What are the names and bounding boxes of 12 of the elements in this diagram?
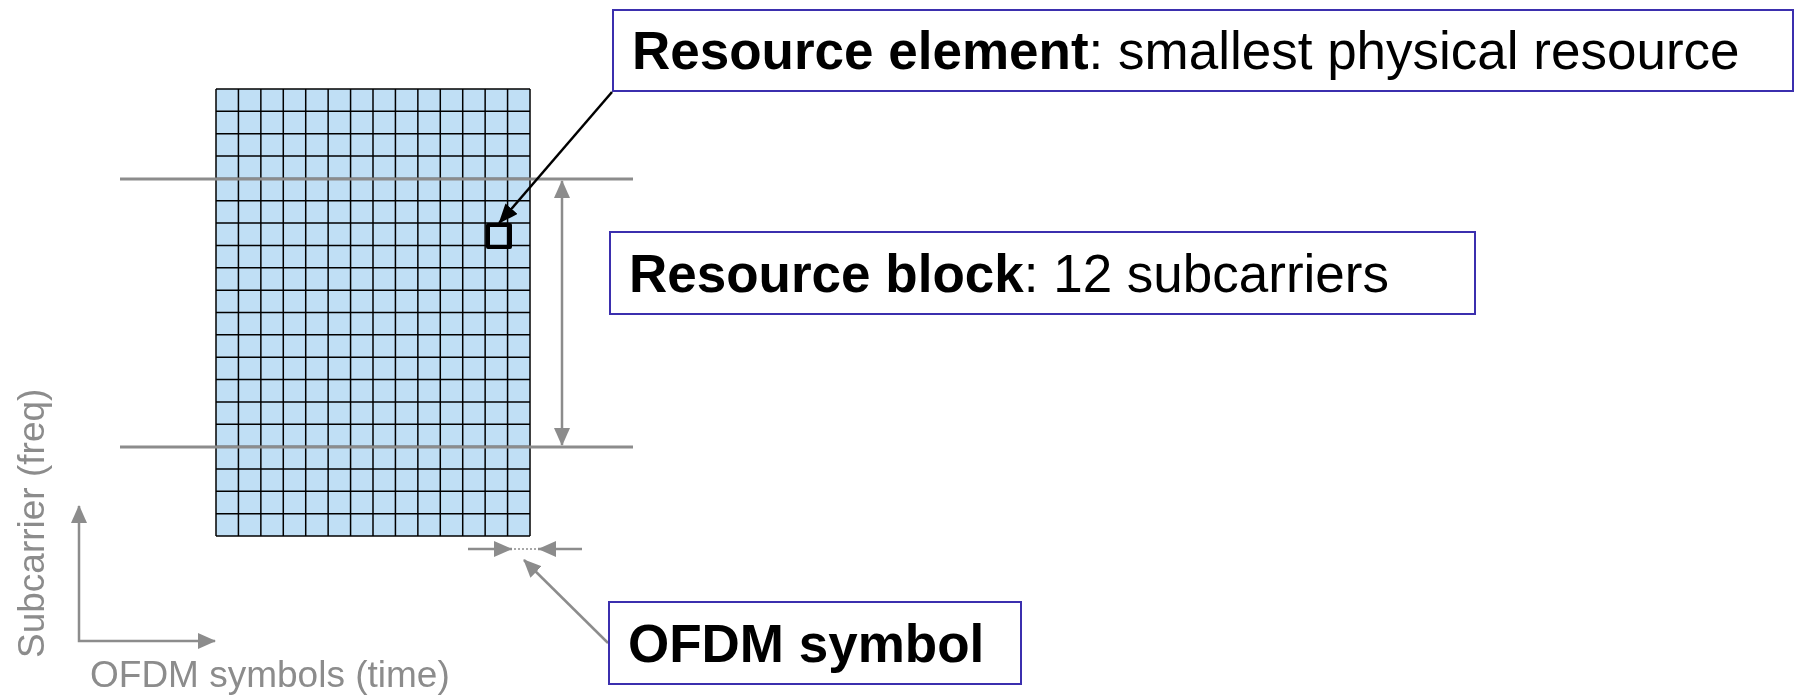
box-text: OFDM symbol bbox=[628, 612, 985, 674]
label-box bbox=[609, 231, 1476, 315]
box-text: Resource block: 12 subcarriers bbox=[629, 242, 1389, 304]
axis-label: Subcarrier (freq) bbox=[12, 388, 53, 658]
axis-label: OFDM symbols (time) bbox=[90, 655, 450, 696]
label-box bbox=[612, 9, 1794, 92]
highlighted-cell bbox=[486, 223, 513, 250]
symbol-width-marker bbox=[467, 541, 583, 557]
label-box bbox=[608, 601, 1022, 685]
arrow bbox=[498, 91, 613, 224]
arrow bbox=[523, 559, 609, 644]
box-text: Resource element: smallest physical resource bbox=[632, 20, 1740, 81]
